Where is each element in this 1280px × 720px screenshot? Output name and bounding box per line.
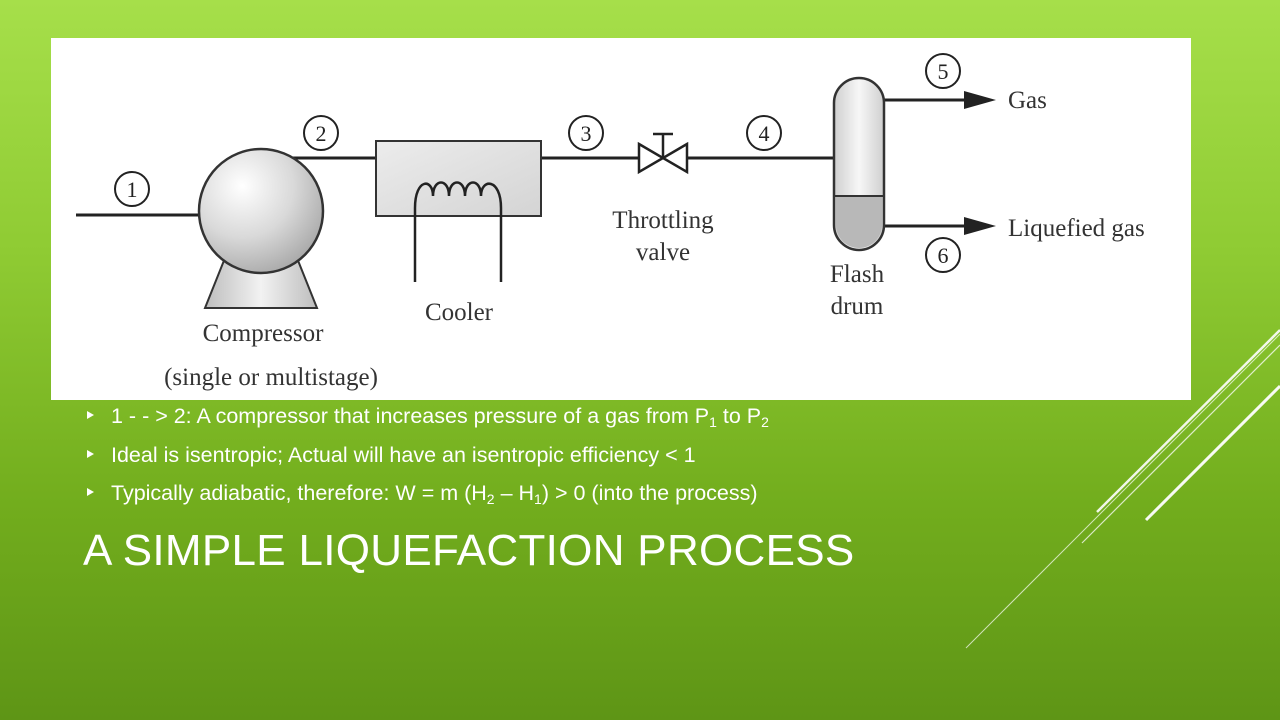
- label-compressor: Compressor: [203, 320, 325, 347]
- stream-5: 5: [938, 59, 949, 84]
- label-compressor-note: (single or multistage): [164, 364, 378, 391]
- arrow-liquefied-gas: [964, 217, 996, 235]
- bullet-adiabatic: Typically adiabatic, therefore: W = m (H…: [84, 477, 769, 516]
- stream-2: 2: [316, 121, 327, 146]
- stream-3: 3: [581, 121, 592, 146]
- bullet-list: 1 - - > 2: A compressor that increases p…: [84, 400, 769, 516]
- label-liquefied-gas: Liquefied gas: [1008, 215, 1145, 242]
- bullet-compressor: 1 - - > 2: A compressor that increases p…: [84, 400, 769, 439]
- compressor: [197, 147, 325, 309]
- label-cooler: Cooler: [425, 299, 494, 326]
- stream-4: 4: [759, 121, 770, 146]
- stream-numbers: 1 2 3 4 5 6: [114, 53, 961, 273]
- label-flash: Flash: [830, 261, 885, 288]
- stream-6: 6: [938, 243, 949, 268]
- label-gas: Gas: [1008, 87, 1047, 114]
- stream-1: 1: [127, 177, 138, 202]
- bullet-isentropic: Ideal is isentropic; Actual will have an…: [84, 439, 769, 478]
- flash-drum: [832, 76, 886, 252]
- throttling-valve-icon: [637, 132, 689, 175]
- cooler: [375, 140, 542, 282]
- label-throttling: Throttling: [612, 207, 714, 234]
- label-drum: drum: [831, 293, 884, 320]
- arrow-gas: [964, 91, 996, 109]
- slide-title: A SIMPLE LIQUEFACTION PROCESS: [83, 526, 855, 575]
- process-diagram: 1 2 3 4 5 6 Compressor (single or multis…: [51, 38, 1191, 400]
- label-valve: valve: [636, 239, 690, 266]
